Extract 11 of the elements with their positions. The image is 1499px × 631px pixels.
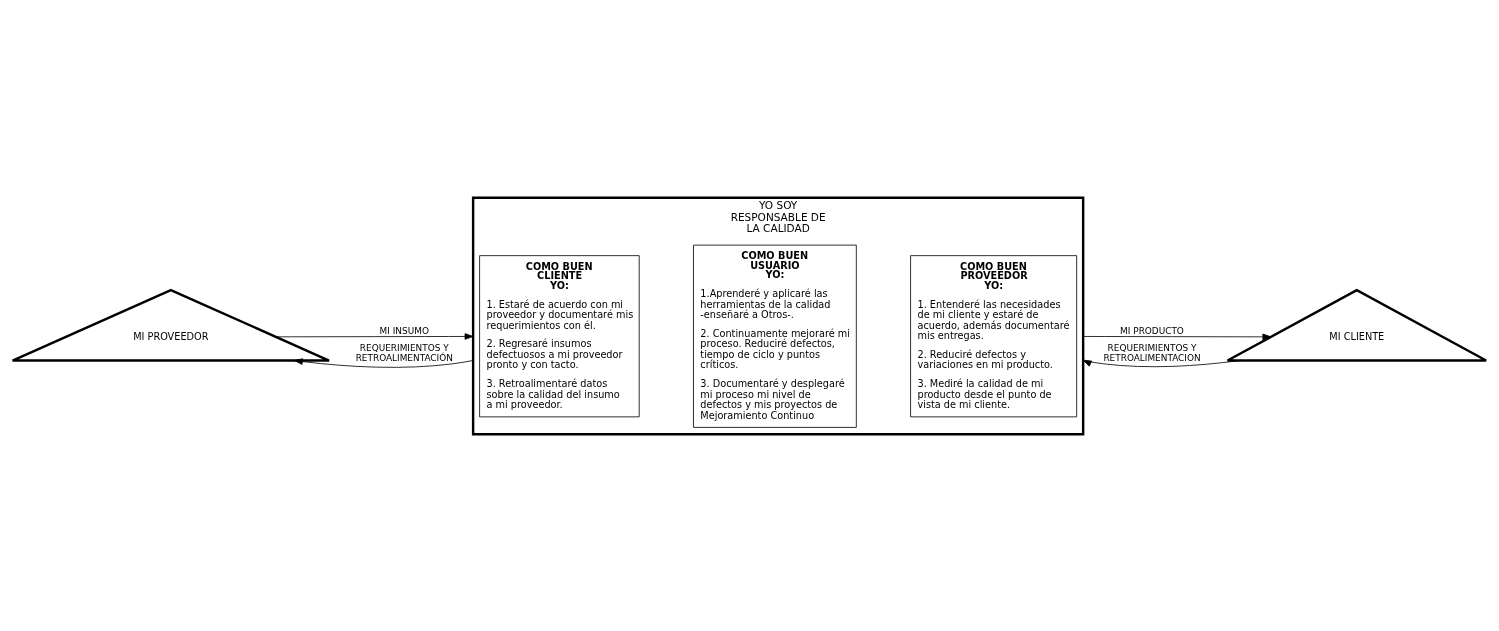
arrow (293, 357, 474, 368)
edge-label: REQUERIMIENTOS Y RETROALIMENTACIÓN (355, 342, 453, 363)
arrow (1082, 359, 1240, 367)
arrow (275, 332, 474, 340)
node-box: COMO BUEN CLIENTE YO: 1. Estaré de acuerdo con mi proveedor y documentaré mis requerimientos con él. 2. Regresaré insumos defectuosos a mi proveedor pronto y con tacto. 3. Retroalimentaré datos sobre la calidad del insumo a mi proveedor. (479, 254, 640, 417)
arrow (1082, 333, 1272, 340)
edge-label: MI INSUMO (379, 325, 429, 336)
node-box: COMO BUEN USUARIO YO: 1.Aprenderé y aplicaré las herramientas de la calidad -enseñaré a Otros-. 2. Continuamente mejoraré mi proceso. Reduciré defectos, tiempo de ciclo y puntos críticos. 3. Documentaré y desplegaré mi proceso mi nivel de defectos y mis proyectos de Mejoramiento Continuo (693, 244, 857, 428)
edge-label: REQUERIMIENTOS Y RETROALIMENTACION (1103, 342, 1201, 363)
node-box: COMO BUEN PROVEEDOR YO: 1. Entenderé las necesidades de mi cliente y estaré de acuerdo, además documentaré mis entregas. 2. Reduciré defectos y variaciones en mi producto. 3. Mediré la calidad de mi producto desde el punto de vista de mi cliente. (910, 254, 1078, 417)
edge-label: MI PRODUCTO (1120, 325, 1184, 336)
